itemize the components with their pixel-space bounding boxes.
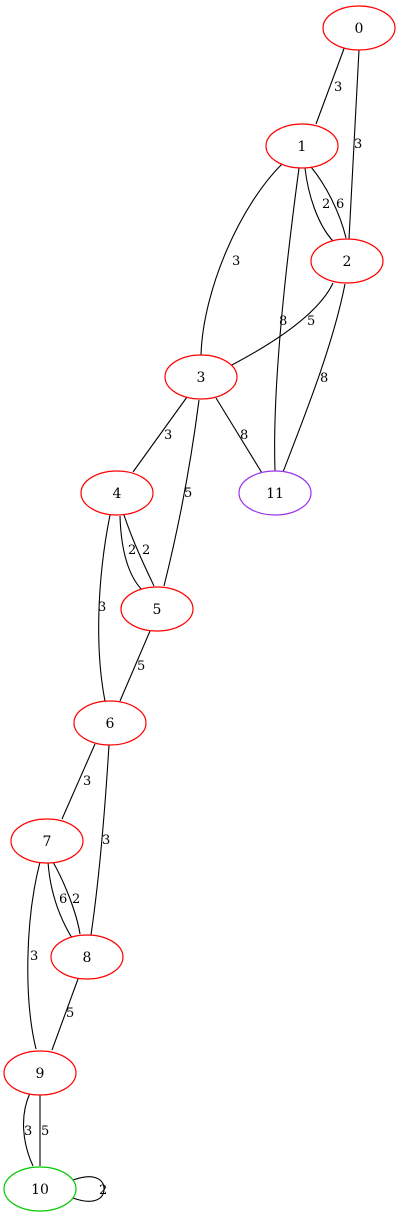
node-label-5: 5 <box>153 602 162 618</box>
edge-0-2: 3 <box>348 49 362 240</box>
edge-4-5-b: 2 <box>123 514 155 587</box>
edge-label-7-8-b: 2 <box>72 892 80 907</box>
edge-10-10: 2 <box>72 1176 107 1202</box>
edge-label-7-9: 3 <box>30 949 38 964</box>
edge-label-9-10-a: 3 <box>24 1124 32 1139</box>
edge-label-3-5: 5 <box>184 486 192 501</box>
edge-label-5-6: 5 <box>137 659 145 674</box>
node-label-7: 7 <box>43 834 52 850</box>
edge-label-1-2-b: 6 <box>336 197 344 212</box>
node-label-9: 9 <box>36 1066 45 1082</box>
edge-label-1-11: 8 <box>279 314 287 329</box>
edge-label-4-5-b: 2 <box>142 543 150 558</box>
edge-label-1-2-a: 2 <box>322 197 330 212</box>
edge-8-9: 5 <box>51 978 79 1051</box>
edge-label-9-10-b: 5 <box>41 1124 49 1139</box>
node-label-4: 4 <box>113 486 122 502</box>
node-label-11: 11 <box>266 486 284 502</box>
edge-1-2-b: 6 <box>310 166 347 239</box>
edge-2-3: 5 <box>229 282 334 367</box>
edge-4-6: 3 <box>98 514 111 702</box>
edge-1-11: 8 <box>274 167 300 472</box>
graph-node-8: 8 <box>50 934 124 980</box>
node-label-2: 2 <box>343 254 352 270</box>
graph-node-10: 10 <box>3 1166 77 1212</box>
edge-label-3-11: 8 <box>240 428 248 443</box>
node-label-8: 8 <box>83 950 92 966</box>
graph-node-9: 9 <box>3 1050 77 1096</box>
edge-label-4-5-a: 2 <box>128 543 136 558</box>
edge-label-6-8: 3 <box>102 833 110 848</box>
edge-label-2-3: 5 <box>307 314 315 329</box>
edge-1-2-a: 2 <box>304 167 334 242</box>
edge-6-7: 3 <box>61 743 96 820</box>
edge-7-9: 3 <box>27 861 41 1050</box>
graph-node-4: 4 <box>80 470 154 516</box>
edge-7-8-a: 6 <box>47 861 73 939</box>
edge-label-1-3: 3 <box>232 254 240 269</box>
edge-4-5-a: 2 <box>119 515 143 591</box>
edge-2-11: 8 <box>282 283 346 473</box>
edge-1-3: 3 <box>200 162 284 356</box>
edge-label-3-4: 3 <box>164 428 172 443</box>
edge-3-11: 8 <box>215 397 263 474</box>
edge-5-6: 5 <box>119 630 151 702</box>
edge-label-6-7: 3 <box>83 774 91 789</box>
edge-label-8-9: 5 <box>66 1006 74 1021</box>
edge-label-7-8-a: 6 <box>59 892 67 907</box>
edge-0-1: 3 <box>315 45 346 125</box>
edge-7-8-b: 2 <box>52 861 81 935</box>
edge-3-5: 5 <box>163 399 200 587</box>
edge-label-4-6: 3 <box>98 600 106 615</box>
graph-node-2: 2 <box>310 238 384 284</box>
node-label-6: 6 <box>106 716 115 732</box>
node-label-10: 10 <box>31 1182 49 1198</box>
graph-node-6: 6 <box>73 700 147 746</box>
edge-6-8: 3 <box>90 744 110 936</box>
edge-label-0-2: 3 <box>354 137 362 152</box>
graph-node-5: 5 <box>120 586 194 632</box>
edge-9-10-b: 5 <box>39 1095 49 1166</box>
edge-label-0-1: 3 <box>334 80 342 95</box>
edge-label-10-10: 2 <box>99 1183 107 1198</box>
edge-label-2-11: 8 <box>320 371 328 386</box>
node-label-0: 0 <box>355 21 364 37</box>
graph-node-11: 11 <box>238 470 312 516</box>
edge-9-10-a: 3 <box>22 1092 34 1167</box>
graph-node-0: 0 <box>322 5 396 51</box>
edge-3-4: 3 <box>132 396 188 473</box>
graph-node-1: 1 <box>265 123 339 169</box>
node-label-1: 1 <box>298 139 307 155</box>
graph-node-7: 7 <box>10 818 84 864</box>
graph-node-3: 3 <box>164 354 238 400</box>
node-label-3: 3 <box>197 370 206 386</box>
